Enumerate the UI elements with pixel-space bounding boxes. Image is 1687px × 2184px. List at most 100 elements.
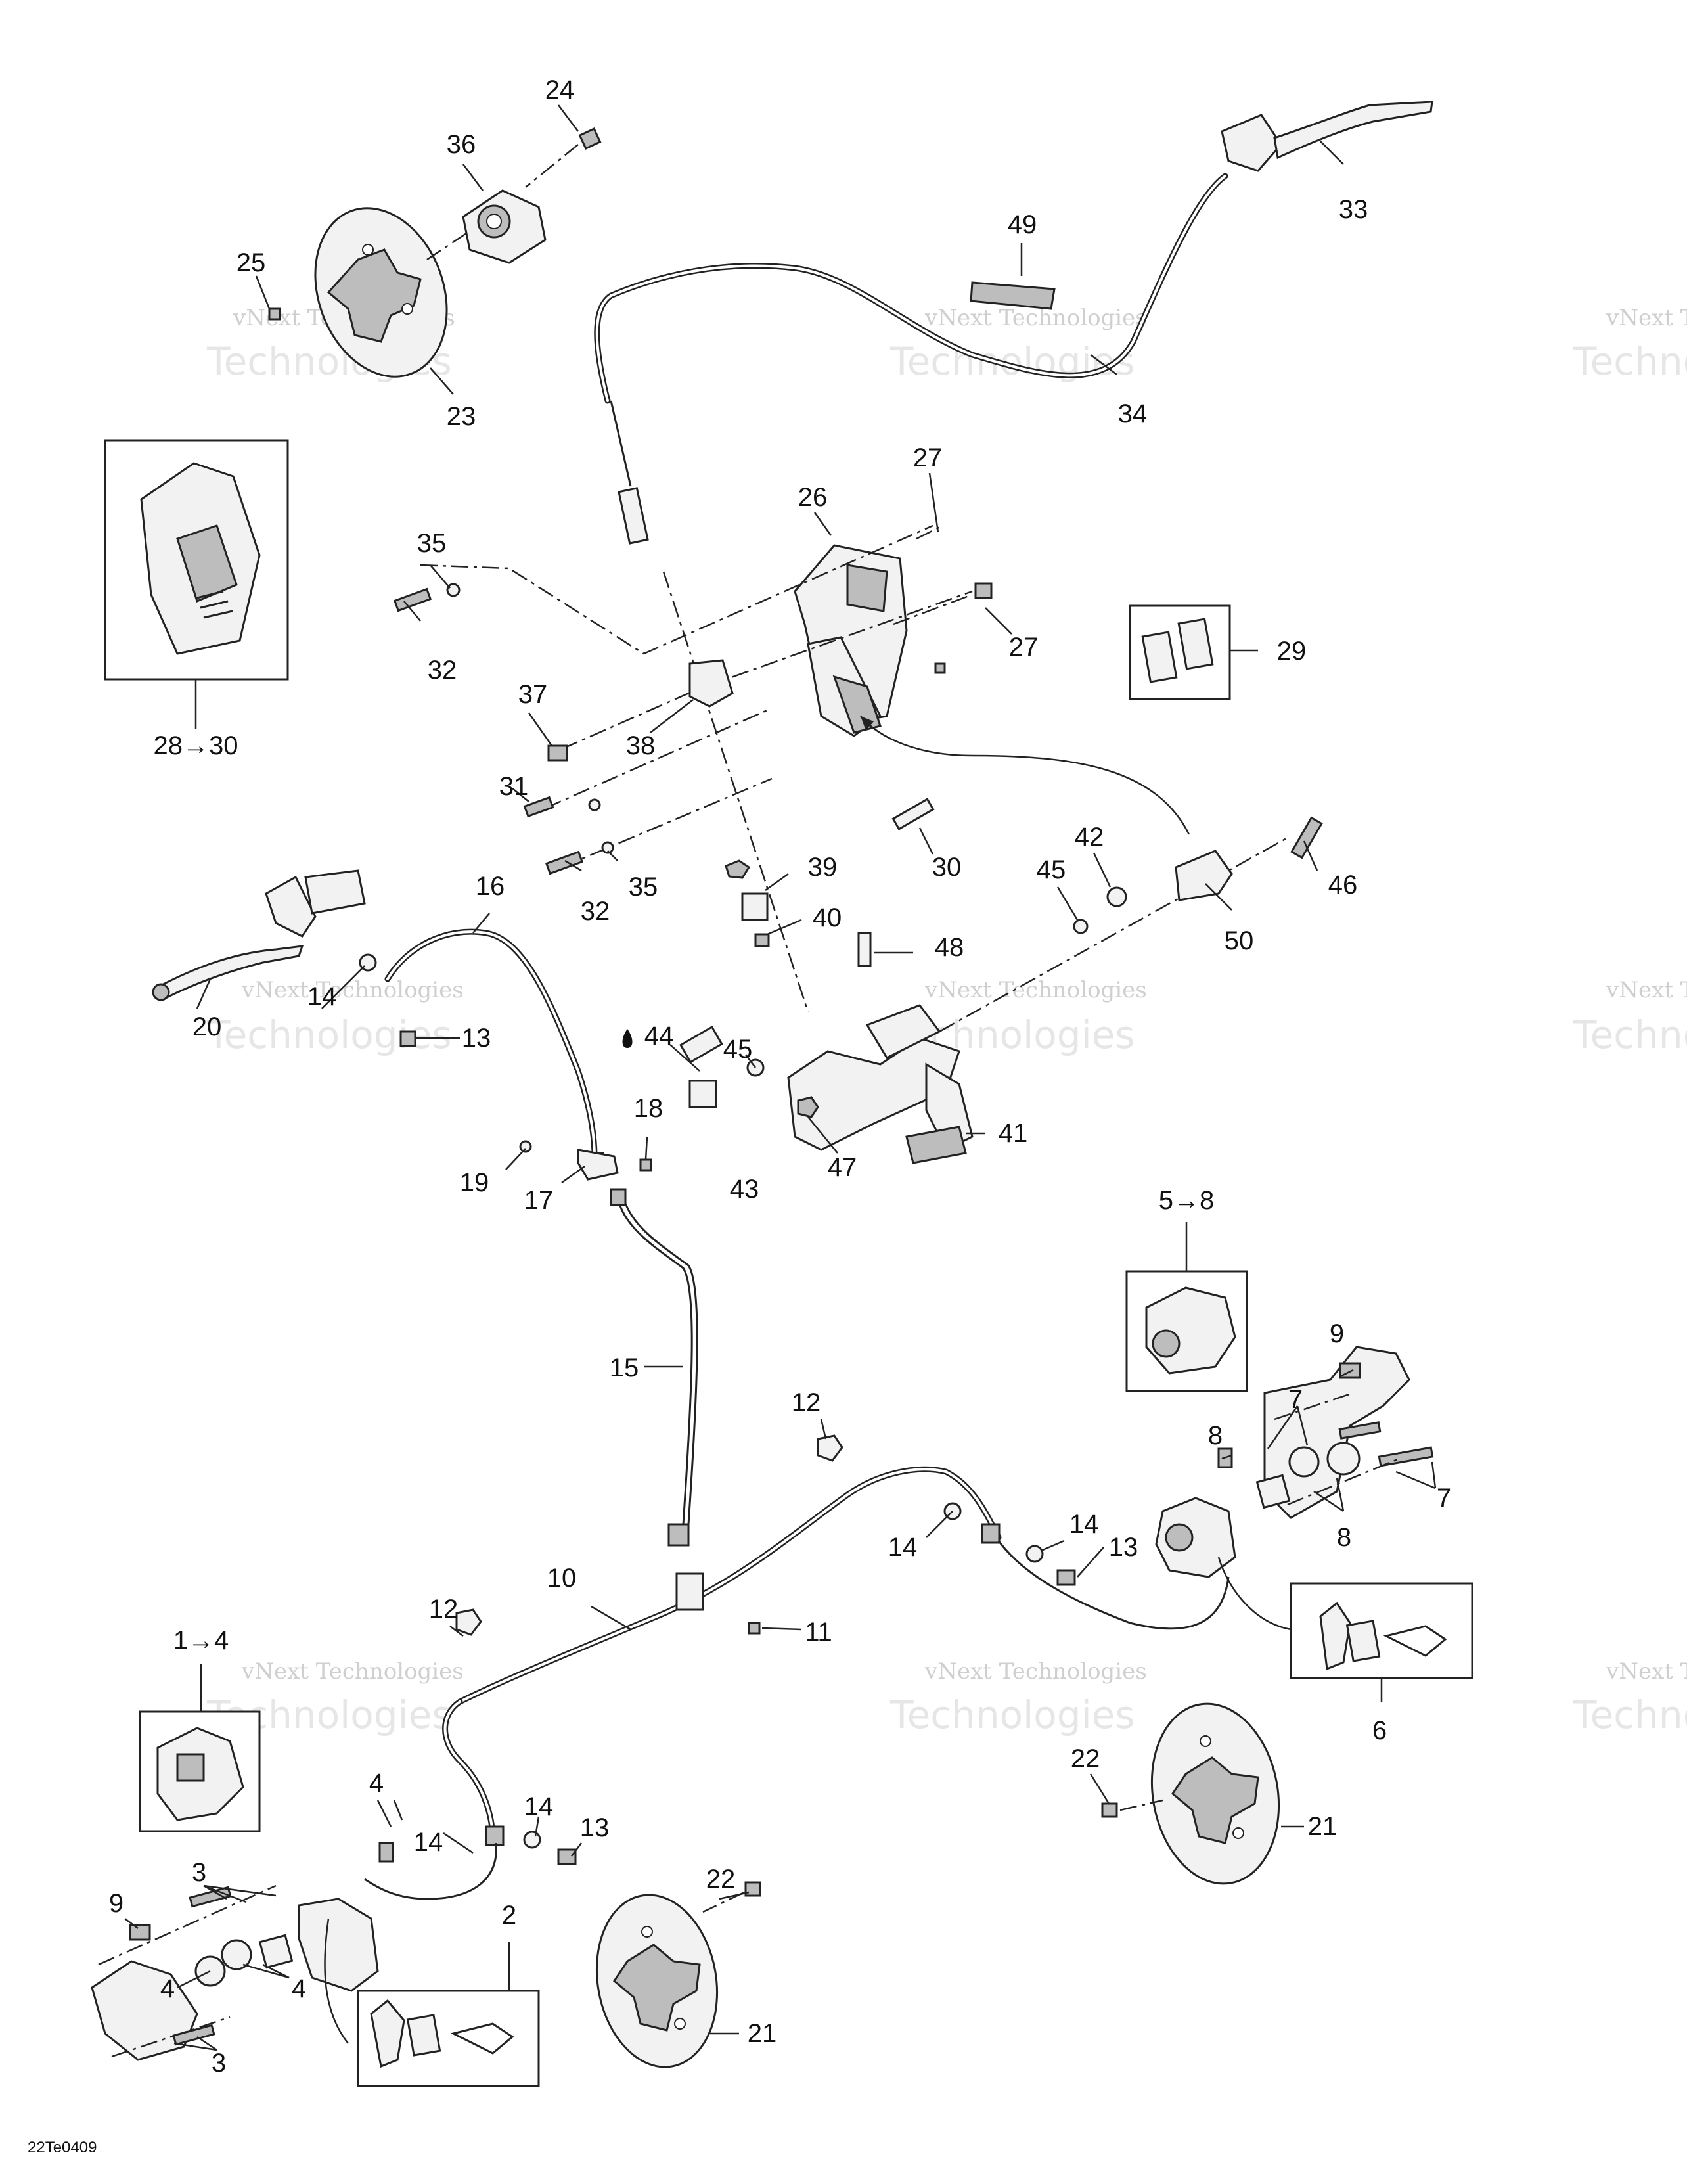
callout-label: 19 [460, 1168, 489, 1197]
callout-label: 21 [748, 2019, 777, 2048]
protector-49 [970, 281, 1056, 310]
callout-label: 43 [730, 1175, 759, 1204]
bolt-27a [934, 662, 946, 674]
callout-label: 8 [1337, 1523, 1351, 1552]
clip-12a [817, 1434, 844, 1462]
nut-47 [797, 1096, 819, 1118]
brake-pads-box-6 [1290, 1582, 1473, 1679]
callout-leader [1217, 1557, 1292, 1631]
diagram-code: 22Te0409 [28, 2139, 97, 2156]
clip-12b [455, 1608, 482, 1636]
washer-42 [1106, 886, 1127, 907]
bolt-24 [578, 127, 602, 150]
assembly-line [1119, 1799, 1163, 1811]
nut-40 [754, 933, 770, 947]
callout-label: 44 [644, 1022, 674, 1051]
callout-label: 13 [462, 1024, 491, 1053]
callout-label: 25 [236, 248, 266, 277]
callout-label: 21 [1308, 1812, 1338, 1841]
callout-label: 6 [1372, 1716, 1387, 1745]
callout-label: 37 [518, 680, 548, 709]
front-master-cylinder-20 [152, 869, 366, 1001]
assembly-line [916, 524, 943, 540]
brake-cable-34-core [595, 175, 1226, 402]
banjo-bolt-13 [399, 1030, 416, 1047]
assembly-line [420, 524, 933, 655]
callout-label: 40 [813, 903, 842, 932]
callout-label: 4 [160, 1974, 175, 2003]
clamp-17 [577, 1149, 619, 1181]
bolt-46 [1290, 816, 1323, 859]
assembly-line [662, 571, 809, 1012]
watermark-text: Technologies [1573, 1693, 1687, 1737]
brake-hose-16-core [386, 930, 596, 1158]
callout-label: 28→30 [154, 731, 238, 760]
assembly-line [561, 590, 973, 750]
assembly-line [1287, 1457, 1400, 1506]
brake-hose-10 [457, 1466, 1002, 1705]
seal-8b [1326, 1442, 1361, 1476]
assembly-line [98, 1884, 277, 1966]
banjo-fitting [981, 1523, 1001, 1544]
callout-label: 31 [499, 772, 529, 801]
assembly-line [561, 777, 773, 869]
watermark-text: vNext Technologies [924, 305, 1147, 331]
callout-label: 14 [414, 1828, 443, 1857]
banjo-fitting-left [485, 1825, 505, 1846]
washer-35b [601, 841, 614, 854]
washer [588, 798, 601, 811]
callout-label: 16 [476, 872, 505, 901]
bolt-9a [129, 1924, 151, 1941]
watermark-text: Technologies [889, 339, 1135, 384]
screw-22b [744, 1881, 761, 1897]
callout-label: 7 [1437, 1484, 1451, 1513]
callout-label: 33 [1339, 195, 1368, 224]
pin-7 [1338, 1421, 1382, 1440]
hub-flange-36 [462, 189, 547, 264]
switch-50 [1175, 850, 1233, 901]
callout-label: 10 [547, 1564, 577, 1593]
watermark-text: Technologies [1573, 1012, 1687, 1057]
callout-label: 22 [1071, 1744, 1100, 1773]
screw-25 [268, 307, 281, 321]
callout-label: 23 [447, 402, 476, 431]
watermark-text: vNext Technologies [1606, 1658, 1687, 1685]
callout-label: 18 [634, 1094, 664, 1123]
brake-line-right [997, 1540, 1230, 1630]
watermark-text: vNext Technologies [1606, 305, 1687, 331]
bolt-37 [547, 744, 568, 762]
seal-4 [221, 1939, 252, 1970]
callout-label: 14 [307, 982, 337, 1011]
callout-label: 45 [1037, 855, 1066, 884]
callout-label: 47 [828, 1153, 857, 1182]
caliper-piston-bore [1165, 1523, 1194, 1552]
cable-adjuster [618, 487, 649, 545]
bleeder-4 [378, 1842, 394, 1863]
callout-numbers: 24 36 25 23 33 49 34 27 26 27 29 35 32 3… [109, 76, 1451, 2078]
callout-label: 17 [524, 1186, 554, 1215]
callout-label: 27 [913, 444, 943, 472]
screw-31 [523, 796, 554, 818]
brake-hose-10-core [459, 1468, 1000, 1703]
washer-14e [523, 1831, 541, 1849]
brake-disc-23 [314, 207, 448, 378]
callout-label: 4 [369, 1769, 384, 1798]
nut [725, 859, 751, 879]
callout-label: 20 [192, 1012, 222, 1041]
brake-lever-33 [1221, 101, 1433, 172]
callout-label: 26 [798, 483, 828, 512]
washer-14d [1025, 1545, 1044, 1563]
screw-22a [1101, 1802, 1118, 1818]
brake-pads-box-29 [1129, 604, 1231, 700]
washer-45a [1073, 919, 1089, 934]
callout-label: 30 [932, 853, 962, 882]
screw-32 [393, 587, 432, 612]
assembly-line [111, 2016, 231, 2058]
brake-line-left [364, 1842, 497, 1900]
callout-label: 41 [999, 1119, 1028, 1148]
banjo-bolt-13b [1056, 1569, 1076, 1586]
callout-leaders [124, 104, 1437, 2051]
callout-label: 2 [502, 1901, 516, 1930]
spring-48 [857, 932, 872, 967]
callout-label: 22 [706, 1865, 736, 1894]
